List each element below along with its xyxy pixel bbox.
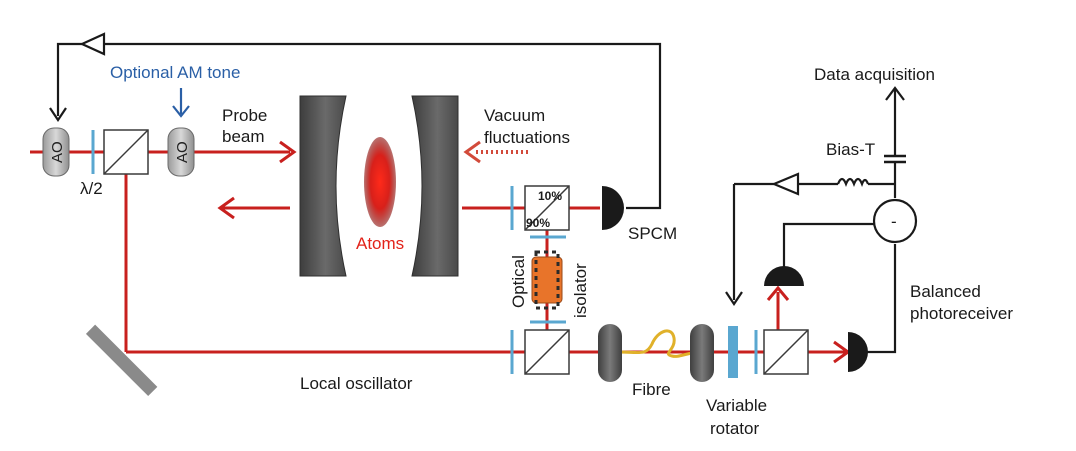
fibre-collimator-right <box>690 324 714 382</box>
fibre-label: Fibre <box>632 380 671 399</box>
data-acquisition-arrow-icon <box>885 86 905 101</box>
local-oscillator-label: Local oscillator <box>300 374 413 393</box>
bias-t-label: Bias-T <box>826 140 875 159</box>
feedback-wires <box>56 42 897 354</box>
beam-splitter-detector <box>763 329 809 375</box>
probe-beam-label-2: beam <box>222 127 265 146</box>
cavity-mirror-right <box>411 95 459 277</box>
fibre-collimator-left <box>598 324 622 382</box>
vacuum-fluctuations-arrow <box>463 140 528 164</box>
probe-beam-label-1: Probe <box>222 106 267 125</box>
data-acquisition-label: Data acquisition <box>814 65 935 84</box>
variable-rotator-label-2: rotator <box>710 419 759 438</box>
ao-right-label: AO <box>174 141 191 163</box>
waveplates <box>91 130 758 374</box>
spcm-label: SPCM <box>628 224 677 243</box>
optical-label: Optical <box>509 255 528 308</box>
photodiode-upper <box>764 266 804 286</box>
lambda-half-label: λ/2 <box>80 179 103 198</box>
optional-am-tone-label: Optional AM tone <box>110 63 240 82</box>
beam-splitter-input <box>103 129 149 175</box>
split-ratio-top: 10% <box>538 189 562 203</box>
ao-modulator-right: AO <box>167 127 195 177</box>
fibre-icon <box>617 329 705 358</box>
balanced-label-1: Balanced <box>910 282 981 301</box>
am-tone-arrow-icon <box>172 88 190 118</box>
split-ratio-bottom: 90% <box>526 216 550 230</box>
ao-modulator-left: AO <box>42 127 70 177</box>
atom-cloud <box>364 137 396 227</box>
subtractor-minus: - <box>891 212 897 231</box>
variable-rotator <box>728 326 738 378</box>
probe-arrowhead <box>279 140 297 164</box>
ao-left-label: AO <box>49 141 66 163</box>
beam-splitter-spcm: 10% 90% <box>524 185 570 231</box>
return-arrowhead <box>217 196 235 220</box>
lo-mirror <box>85 324 158 397</box>
upper-detector-arrowhead <box>766 285 790 301</box>
inductor-icon <box>836 177 870 188</box>
cavity-mirror-left <box>299 95 347 277</box>
feedback-amplifier-icon <box>79 32 106 56</box>
isolator-label: isolator <box>571 263 590 318</box>
photodiode-lower <box>848 332 868 372</box>
variable-rotator-label-1: Variable <box>706 396 767 415</box>
optical-isolator <box>531 250 563 310</box>
beam-splitter-lo <box>524 329 570 375</box>
amplifier-icon <box>771 172 800 196</box>
capacitor-icon <box>884 154 906 164</box>
vacuum-label-2: fluctuations <box>484 128 570 147</box>
feedback-down-arrow-icon <box>49 107 67 122</box>
atoms-label: Atoms <box>356 234 404 253</box>
balanced-label-2: photoreceiver <box>910 304 1013 323</box>
vacuum-label-1: Vacuum <box>484 106 545 125</box>
subtractor-icon <box>872 198 918 244</box>
spcm-detector <box>602 186 624 230</box>
rotator-control-arrow-icon <box>725 291 743 306</box>
